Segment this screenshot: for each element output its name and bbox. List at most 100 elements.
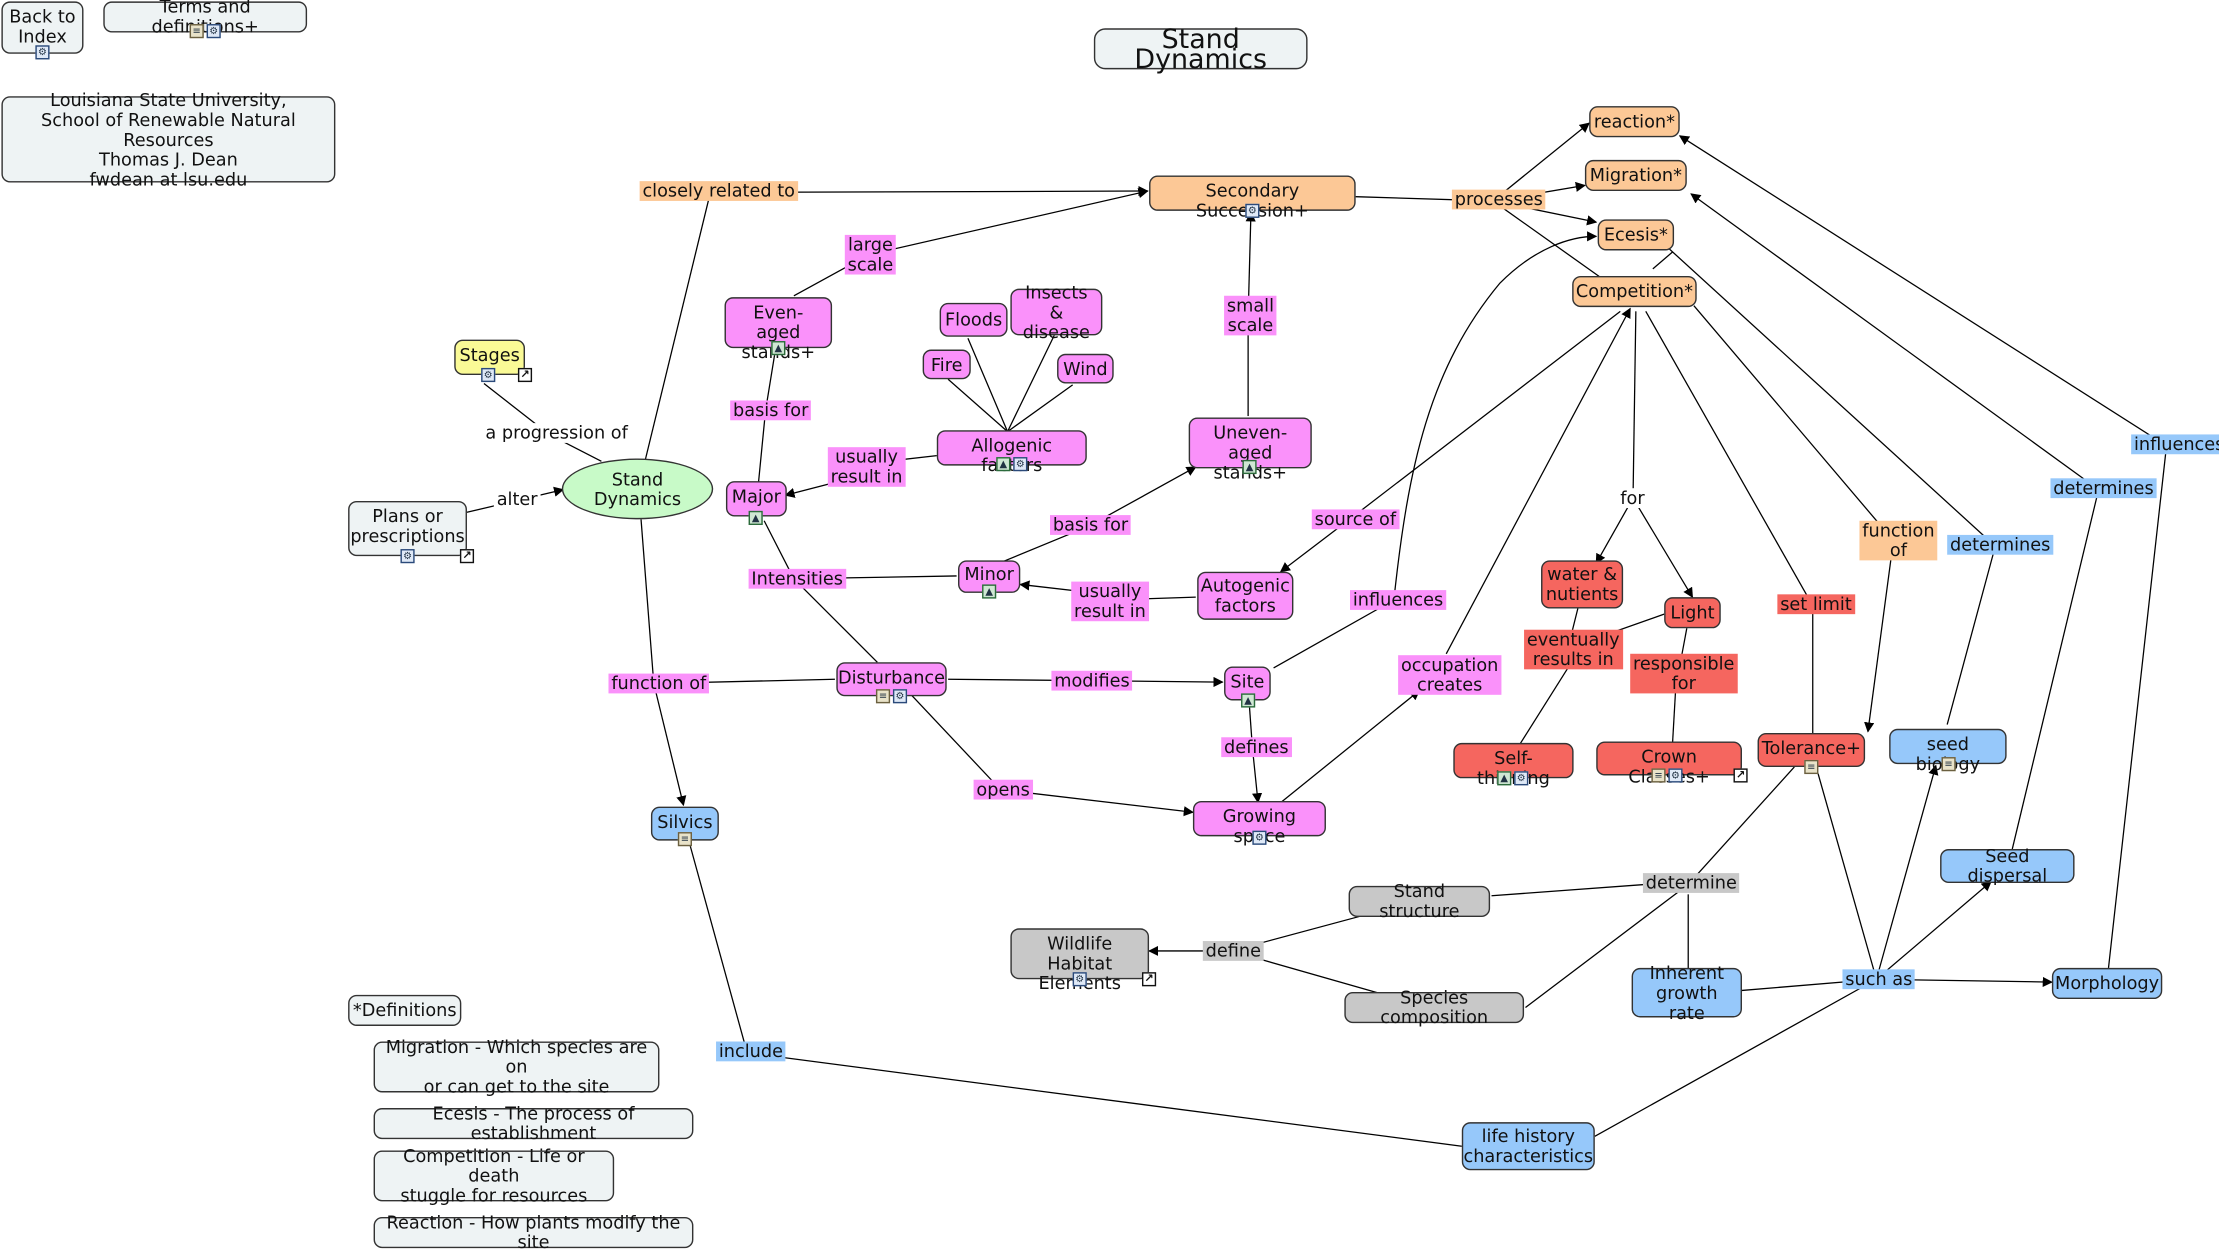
stand-dynamics-node[interactable]: Stand Dynamics: [561, 458, 714, 520]
reaction-definition: Reaction - How plants modify the site: [373, 1212, 694, 1252]
migration-definition-label: Migration - Which species are on or can …: [385, 1035, 648, 1097]
tolerance-label: Tolerance+: [1761, 737, 1861, 759]
life-history-label: life history characteristics: [1463, 1125, 1594, 1167]
self-thinning-node[interactable]: Self-thinning: [1453, 742, 1574, 788]
link-label-opens: opens: [973, 779, 1033, 800]
document-icon[interactable]: ≡: [875, 689, 891, 704]
link-label-modifies: modifies: [1051, 670, 1133, 691]
seed-dispersal-label: Seed dispersal: [1967, 844, 2048, 886]
external-link-icon[interactable]: ↗: [1733, 768, 1748, 783]
external-link-icon[interactable]: ↗: [459, 549, 475, 564]
document-icon[interactable]: ≡: [1941, 757, 1956, 772]
competition-definition-label: Competition - Life or death stuggle for …: [400, 1144, 588, 1206]
minor-label: Minor: [964, 563, 1014, 585]
image-icon[interactable]: ▲: [996, 457, 1011, 472]
inherent-growth-rate-node[interactable]: Inherent growth rate: [1631, 962, 1742, 1022]
light-node[interactable]: Light: [1664, 597, 1721, 629]
insects-disease-node[interactable]: Insects & disease: [1010, 282, 1103, 341]
migration-label: Migration*: [1589, 164, 1682, 186]
inherent-growth-rate-label: Inherent growth rate: [1649, 961, 1725, 1023]
link-label-large-scale: large scale: [844, 234, 897, 275]
fire-label: Fire: [930, 353, 963, 375]
link-label-basis-for-major: basis for: [730, 400, 812, 421]
morphology-label: Morphology: [2055, 972, 2160, 994]
stand-dynamics-label: Stand Dynamics: [593, 467, 682, 509]
water-nutrients-label: water & nutients: [1545, 563, 1619, 605]
link-label-function-of-stand: function of: [608, 673, 710, 694]
migration-definition: Migration - Which species are on or can …: [373, 1037, 660, 1096]
fire-node[interactable]: Fire: [922, 349, 971, 380]
document-icon[interactable]: ≡: [189, 24, 204, 39]
document-icon[interactable]: ≡: [1804, 759, 1819, 775]
concept-map-icon[interactable]: ⚙: [481, 367, 496, 383]
link-label-closely-related-to: closely related to: [639, 180, 798, 201]
disturbance-node[interactable]: Disturbance: [836, 662, 947, 697]
link-label-for: for: [1617, 488, 1648, 509]
disturbance-label: Disturbance: [837, 666, 946, 688]
document-icon[interactable]: ≡: [677, 832, 692, 847]
floods-node[interactable]: Floods: [939, 302, 1008, 337]
competition-node[interactable]: Competition*: [1572, 275, 1697, 308]
reaction-node[interactable]: reaction*: [1589, 106, 1680, 138]
seed-dispersal-node[interactable]: Seed dispersal: [1940, 844, 2075, 886]
link-label-determine: determine: [1642, 872, 1740, 893]
ecesis-node[interactable]: Ecesis*: [1597, 219, 1675, 251]
concept-map-icon[interactable]: ⚙: [400, 549, 415, 564]
concept-map-icon[interactable]: ⚙: [1245, 203, 1260, 218]
silvics-node[interactable]: Silvics: [650, 806, 719, 841]
growing-space-node[interactable]: Growing space: [1192, 800, 1326, 846]
ecesis-definition-label: Ecesis - The process of establishment: [432, 1102, 635, 1144]
species-composition-node[interactable]: Species composition: [1344, 987, 1525, 1027]
major-node[interactable]: Major: [725, 481, 787, 517]
image-icon[interactable]: ▲: [748, 510, 763, 526]
concept-map-icon[interactable]: ⚙: [1514, 771, 1529, 786]
concept-map-icon[interactable]: ⚙: [1668, 768, 1683, 783]
competition-definition: Competition - Life or death stuggle for …: [373, 1146, 615, 1205]
concept-map-icon[interactable]: ⚙: [892, 689, 908, 704]
stand-structure-node[interactable]: Stand structure: [1348, 881, 1491, 921]
water-nutrients-node[interactable]: water & nutients: [1541, 560, 1624, 609]
silvics-label: Silvics: [657, 810, 713, 833]
reaction-definition-label: Reaction - How plants modify the site: [386, 1211, 681, 1252]
credits-node: Louisiana State University, School of Re…: [1, 89, 336, 188]
even-aged-stands-node[interactable]: Even-aged stands+: [724, 297, 833, 362]
terms-label: Terms and definitions+: [151, 0, 259, 37]
link-label-function-of-tolerance: function of: [1859, 520, 1938, 561]
image-icon[interactable]: ▲: [1241, 693, 1256, 708]
ecesis-label: Ecesis*: [1603, 223, 1668, 245]
link-label-eventually-results-in: eventually results in: [1524, 629, 1623, 670]
stages-label: Stages: [459, 343, 520, 366]
external-link-icon[interactable]: ↗: [517, 367, 533, 383]
life-history-node[interactable]: life history characteristics: [1461, 1122, 1595, 1171]
autogenic-factors-node[interactable]: Autogenic factors: [1197, 571, 1294, 620]
image-icon[interactable]: ▲: [1497, 771, 1512, 786]
link-label-usually-result-in-autogenic: usually result in: [1071, 581, 1149, 622]
concept-map-icon[interactable]: ⚙: [206, 24, 221, 39]
link-label-occupation-creates: occupation creates: [1398, 654, 1502, 695]
external-link-icon[interactable]: ↗: [1141, 972, 1157, 987]
concept-map-icon[interactable]: ⚙: [1013, 457, 1028, 472]
link-label-determines-migration: determines: [2050, 478, 2157, 499]
concept-map-icon[interactable]: ⚙: [1072, 972, 1087, 987]
document-icon[interactable]: ≡: [1651, 768, 1666, 783]
link-label-processes: processes: [1451, 189, 1546, 210]
autogenic-factors-label: Autogenic factors: [1200, 574, 1290, 616]
morphology-node[interactable]: Morphology: [2051, 967, 2163, 1000]
concept-map-icon[interactable]: ⚙: [35, 45, 50, 60]
image-icon[interactable]: ▲: [982, 584, 997, 599]
concept-map-icon[interactable]: ⚙: [1252, 830, 1267, 845]
image-icon[interactable]: ▲: [771, 341, 786, 356]
link-label-influences-site: influences: [1350, 589, 1447, 610]
plans-node[interactable]: Plans or prescriptions: [348, 500, 467, 557]
wind-node[interactable]: Wind: [1057, 353, 1114, 384]
link-label-usually-result-in-allogenic: usually result in: [827, 446, 906, 487]
link-label-influences-reaction: influences: [2131, 434, 2219, 455]
back-to-index-button[interactable]: Back to Index: [1, 1, 84, 54]
terms-and-definitions-node[interactable]: Terms and definitions+: [103, 0, 308, 36]
migration-node[interactable]: Migration*: [1584, 159, 1687, 192]
image-icon[interactable]: ▲: [1242, 459, 1257, 475]
link-label-include: include: [716, 1041, 786, 1062]
stages-node[interactable]: Stages: [454, 339, 526, 376]
